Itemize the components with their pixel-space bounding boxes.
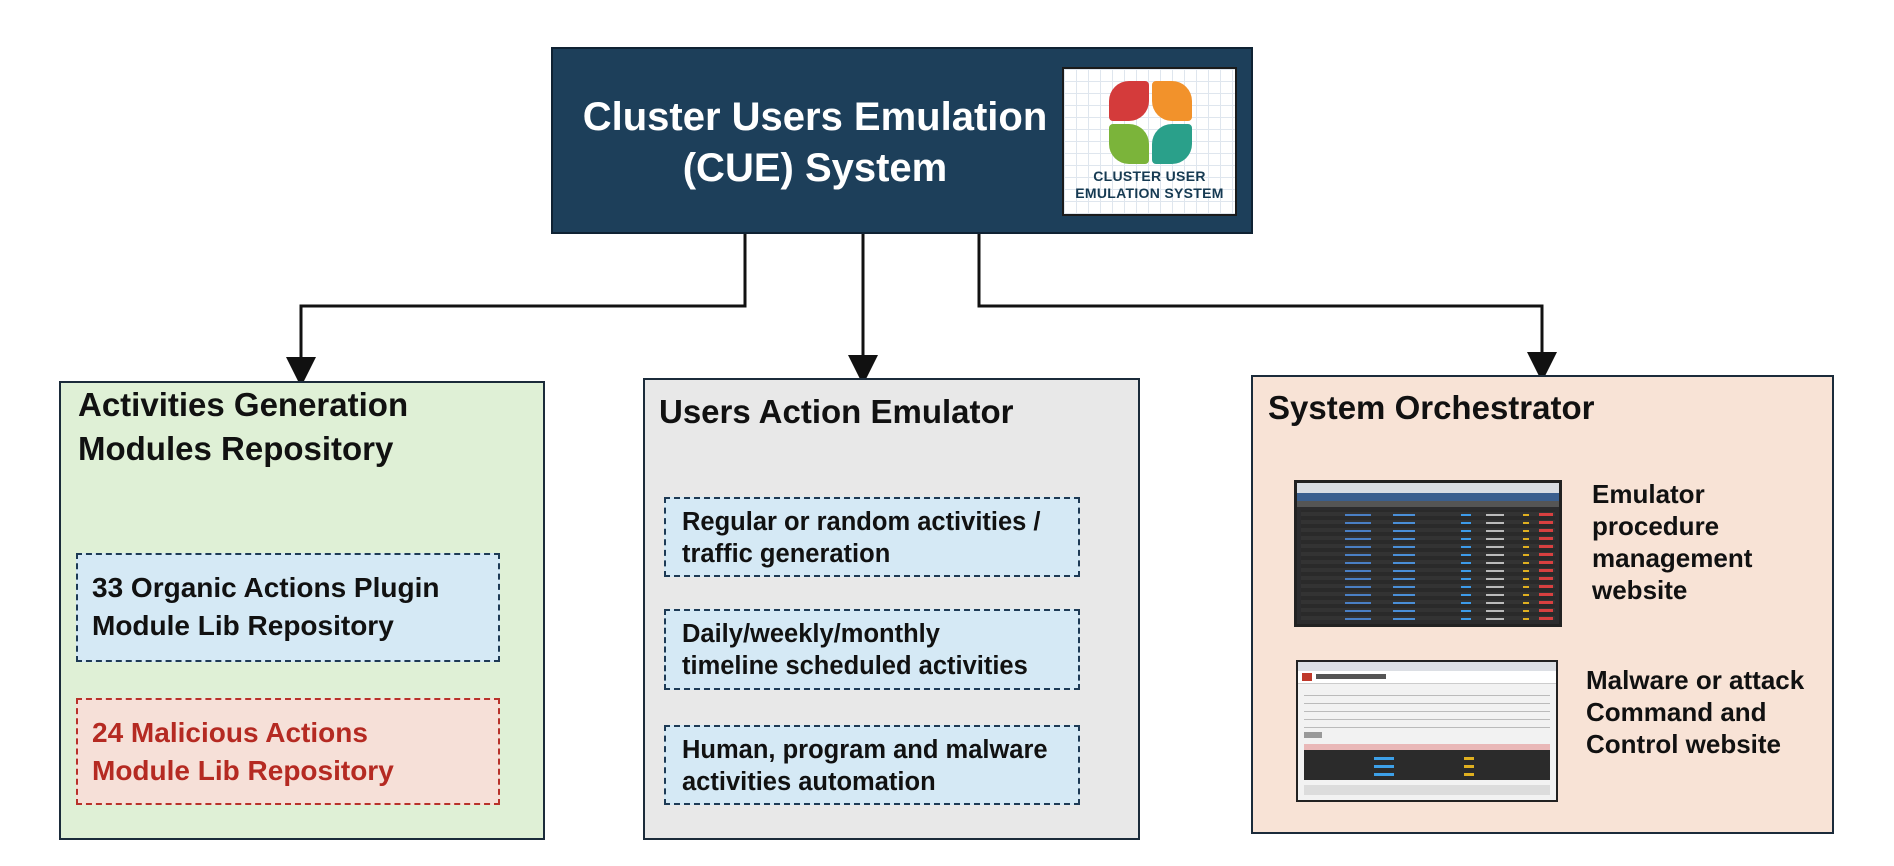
malicious-line2: Module Lib Repository [92, 755, 394, 786]
logo-caption-line1: CLUSTER USER [1093, 168, 1206, 184]
arrow-to-orchestrator [977, 233, 1557, 382]
arrow-to-repository [286, 233, 747, 387]
management-website-screenshot [1294, 480, 1562, 627]
management-label-line2: procedure [1592, 511, 1720, 541]
repository-title: Activities Generation Modules Repository [78, 383, 538, 471]
emulator-item-3: Human, program and malware activities au… [664, 725, 1080, 805]
logo-caption-line2: EMULATION SYSTEM [1075, 185, 1224, 201]
system-title: Cluster Users Emulation (CUE) System [570, 92, 1060, 194]
logo-red-petal [1109, 81, 1149, 121]
organic-line2: Module Lib Repository [92, 610, 394, 641]
orchestrator-title: System Orchestrator [1268, 389, 1595, 426]
emulator-title: Users Action Emulator [659, 393, 1014, 430]
management-label-line3: management [1592, 543, 1753, 573]
malicious-line1: 24 Malicious Actions [92, 717, 368, 748]
malicious-actions-module: 24 Malicious Actions Module Lib Reposito… [76, 698, 500, 805]
organic-actions-module: 33 Organic Actions Plugin Module Lib Rep… [76, 553, 500, 662]
repository-title-line2: Modules Repository [78, 430, 394, 467]
c2-website-label: Malware or attack Command and Control we… [1586, 664, 1826, 760]
system-title-line1: Cluster Users Emulation [582, 95, 1048, 139]
c2-label-line1: Malware or attack [1586, 665, 1805, 695]
emulator-item-1-line1: Regular or random activities / [682, 508, 1041, 536]
cue-logo [1062, 67, 1237, 216]
management-label-line4: website [1592, 575, 1688, 605]
emulator-item-3-line2: activities automation [682, 768, 936, 796]
management-label-line1: Emulator [1592, 479, 1705, 509]
c2-label-line3: Control website [1586, 729, 1782, 759]
c2-website-screenshot [1296, 660, 1558, 802]
system-title-line2: (CUE) System [682, 146, 948, 190]
emulator-item-1-line2: traffic generation [682, 540, 891, 568]
management-website-label: Emulator procedure management website [1592, 478, 1822, 606]
organic-line1: 33 Organic Actions Plugin [92, 572, 440, 603]
emulator-item-1: Regular or random activities / traffic g… [664, 497, 1080, 577]
emulator-item-2-line1: Daily/weekly/monthly [682, 620, 940, 648]
logo-teal-petal [1152, 124, 1192, 164]
repository-title-line1: Activities Generation [78, 386, 409, 423]
emulator-item-2-line2: timeline scheduled activities [682, 652, 1028, 680]
logo-orange-petal [1152, 81, 1192, 121]
logo-caption: CLUSTER USER EMULATION SYSTEM [1062, 168, 1237, 202]
emulator-item-2: Daily/weekly/monthly timeline scheduled … [664, 609, 1080, 690]
logo-green-petal [1109, 124, 1149, 164]
c2-label-line2: Command and [1586, 697, 1767, 727]
emulator-item-3-line1: Human, program and malware [682, 736, 1048, 764]
